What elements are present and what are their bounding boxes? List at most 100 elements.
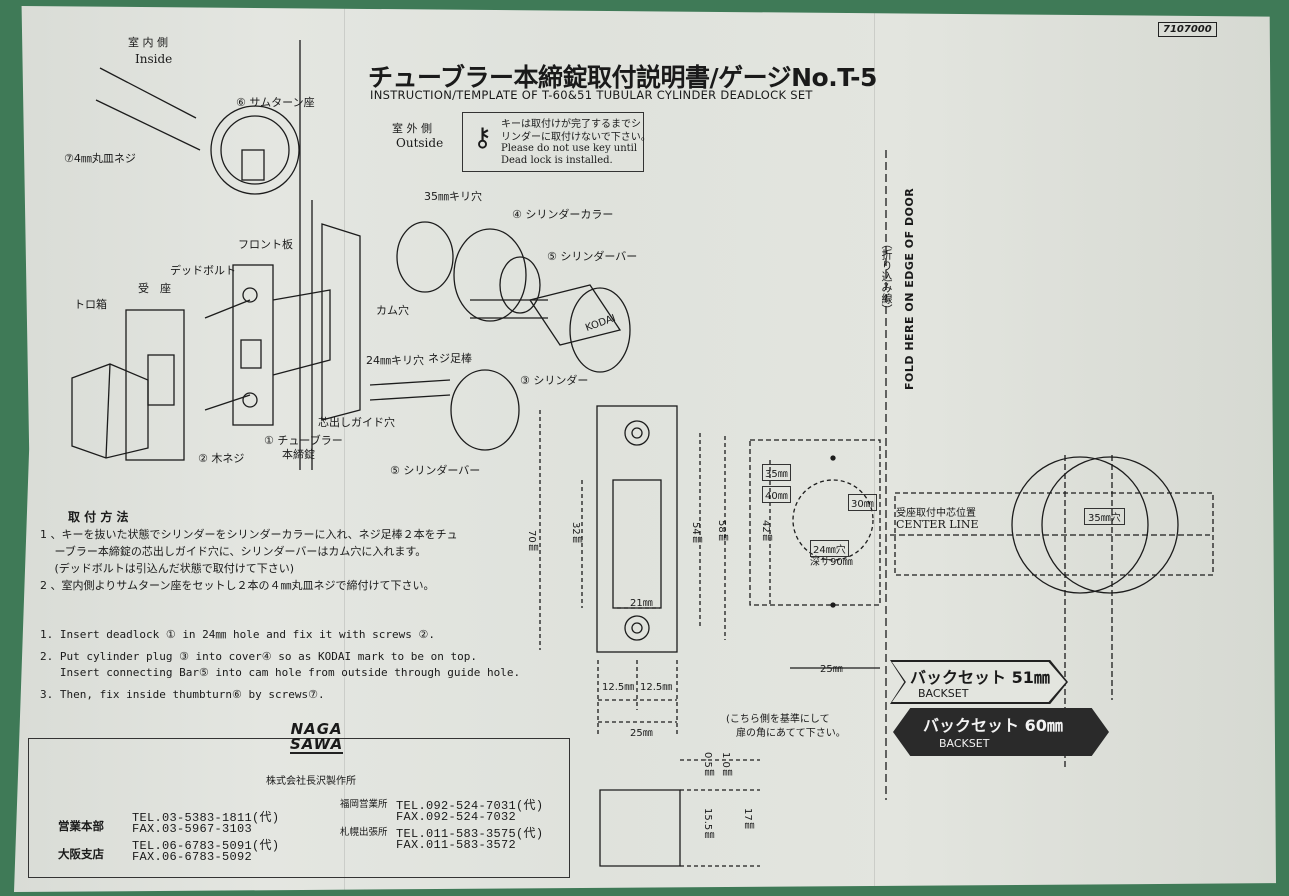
key-icon: ⚷ xyxy=(473,123,493,153)
edge-note-2: 扉の角にあてて下さい。 xyxy=(736,728,846,739)
key-note-jp-2: リンダーに取付けないで下さい。 xyxy=(501,132,651,143)
dim-21: 21㎜ xyxy=(630,598,653,609)
fold-line xyxy=(344,6,345,892)
dim-32: 32㎜ xyxy=(570,522,581,545)
sapporo-fax: FAX.011-583-3572 xyxy=(396,838,517,852)
step-jp-2: ーブラー本締錠の芯出しガイド穴に、シリンダーバーはカム穴に入れます。 xyxy=(40,545,427,558)
strike-plate xyxy=(125,309,185,461)
backset-51-banner: バックセット 51㎜ BACKSET xyxy=(890,660,1068,704)
section-view xyxy=(599,789,681,867)
dim-58: 58㎜ xyxy=(716,520,727,543)
dim-17: 17㎜ xyxy=(742,808,753,831)
sapporo-tel: TEL.011-583-3575(代) xyxy=(396,827,544,841)
part-wood-screw: ② 木ネジ xyxy=(198,452,245,465)
key-warning-note: キーは取付けが完了するまでシ リンダーに取付けないで下さい。 Please do… xyxy=(462,112,651,172)
osaka-label: 大阪支店 xyxy=(58,847,104,861)
dim-15-5: 15.5㎜ xyxy=(702,808,713,841)
part-tubular-1: ① チューブラー xyxy=(264,434,343,447)
cylinder-small xyxy=(450,369,520,451)
part-collar: ④ シリンダーカラー xyxy=(512,208,614,221)
fold-line xyxy=(874,6,875,892)
hq-tel: TEL.03-5383-1811(代) xyxy=(132,811,280,825)
step-en-3: Insert connecting Bar⑤ into cam hole fro… xyxy=(40,666,521,679)
cylinder-collar xyxy=(453,228,527,322)
logo-line-2: SAWA xyxy=(290,735,344,753)
hole-35mm xyxy=(396,221,454,293)
dim-30: 30㎜ xyxy=(848,494,877,511)
backset-60-banner: バックセット 60㎜ BACKSET xyxy=(893,708,1109,756)
part-cylinder: ③ シリンダー xyxy=(520,374,589,387)
fukuoka-label: 福岡営業所 xyxy=(340,799,388,810)
logo-line-1: NAGA xyxy=(290,720,343,738)
cylinder-body xyxy=(528,284,622,346)
step-jp-4: 2 、室内側よりサムターン座をセットし２本の４㎜丸皿ネジで締付けて下さい。 xyxy=(40,579,435,592)
backset-51-label: バックセット 51㎜ xyxy=(910,668,1050,687)
dim-70: 70㎜ xyxy=(526,530,537,553)
outside-label-jp: 室 外 側 xyxy=(392,122,432,135)
dim-35-hole: 35㎜穴 xyxy=(1084,508,1125,525)
backset-51-en: BACKSET xyxy=(918,687,969,700)
part-hole-35: 35㎜キリ穴 xyxy=(424,190,482,203)
dim-12-5-b: 12.5㎜ xyxy=(640,682,673,693)
dim-24-depth: 深サ90㎜ xyxy=(810,557,853,568)
fukuoka-fax: FAX.092-524-7032 xyxy=(396,810,517,824)
company-name: 株式会社長沢製作所 xyxy=(266,776,356,787)
center-line-en: CENTER LINE xyxy=(896,518,979,531)
part-bar-b: ⑤ シリンダーバー xyxy=(390,464,481,477)
screw-icon xyxy=(95,99,201,151)
thumbturn-rose xyxy=(210,105,300,195)
sapporo-label: 札幌出張所 xyxy=(340,827,388,838)
hq-fax: FAX.03-5967-3103 xyxy=(132,822,253,836)
door-edge-template xyxy=(749,439,881,606)
outside-label-en: Outside xyxy=(396,136,444,150)
part-hole-24: 24㎜キリ穴 xyxy=(366,354,424,367)
step-en-4: 3. Then, fix inside thumbturn⑥ by screws… xyxy=(40,688,325,701)
dim-0-5: 0.5㎜ xyxy=(702,752,713,778)
step-jp-1: 1 、キーを抜いた状態でシリンダーをシリンダーカラーに入れ、ネジ足棒２本をチュ xyxy=(40,528,458,541)
dim-40: 40㎜ xyxy=(762,486,791,503)
page-title: チューブラー本締錠取付説明書/ゲージNo.T-5 xyxy=(368,63,877,92)
screw-icon xyxy=(99,67,197,119)
part-bar: ⑤ シリンダーバー xyxy=(547,250,638,263)
fukuoka-tel: TEL.092-524-7031(代) xyxy=(396,799,544,813)
dim-12-5-a: 12.5㎜ xyxy=(602,682,635,693)
key-note-jp-1: キーは取付けが完了するまでシ xyxy=(501,119,641,130)
fold-instruction: FOLD HERE ON EDGE OF DOOR xyxy=(903,187,916,390)
dim-54: 54㎜ xyxy=(690,522,701,545)
osaka-fax: FAX.06-6783-5092 xyxy=(132,850,253,864)
part-front-plate: フロント板 xyxy=(238,238,293,251)
part-strike: 受 座 xyxy=(138,282,171,295)
step-en-2: 2. Put cylinder plug ③ into cover④ so as… xyxy=(40,650,477,663)
dim-25-width: 25㎜ xyxy=(630,728,653,739)
page-subtitle: INSTRUCTION/TEMPLATE OF T-60&51 TUBULAR … xyxy=(370,88,813,102)
step-jp-3: (デッドボルトは引込んだ状態で取付けて下さい) xyxy=(40,562,295,575)
dim-42: 42㎜ xyxy=(760,520,771,543)
dim-25: 25㎜ xyxy=(820,664,843,675)
bore-35mm-template xyxy=(1011,456,1149,594)
part-deadbolt: デッドボルト xyxy=(170,264,236,277)
osaka-tel: TEL.06-6783-5091(代) xyxy=(132,839,280,853)
backset-60-label: バックセット 60㎜ xyxy=(923,716,1063,735)
step-en-1: 1. Insert deadlock ① in 24㎜ hole and fix… xyxy=(40,628,435,641)
part-box: トロ箱 xyxy=(74,298,107,311)
company-info-box xyxy=(28,738,570,878)
part-cam-hole: カム穴 xyxy=(376,304,409,317)
key-note-en-1: Please do not use key until xyxy=(501,143,638,154)
edge-note-1: (こちら側を基準にして xyxy=(726,714,830,725)
dim-1-0: 1.0㎜ xyxy=(720,752,731,778)
part-screw-4mm: ⑦4㎜丸皿ネジ xyxy=(64,152,136,165)
fold-instruction-jp: （折り込み線） xyxy=(880,238,893,315)
part-thumbturn: ⑥ サムターン座 xyxy=(236,96,315,109)
inside-label-jp: 室 内 側 xyxy=(128,36,168,49)
method-title: 取 付 方 法 xyxy=(68,510,129,524)
faceplate-template xyxy=(596,405,678,653)
door-panel xyxy=(321,223,361,421)
company-logo: NAGA SAWA xyxy=(290,720,344,754)
part-guide-hole: 芯出しガイド穴 xyxy=(318,416,395,429)
inside-label-en: Inside xyxy=(135,52,173,66)
dim-35: 35㎜ xyxy=(762,464,791,481)
dim-24-hole: 24㎜穴 xyxy=(810,540,849,557)
document-number: 7107000 xyxy=(1158,22,1217,37)
hq-label: 営業本部 xyxy=(58,819,104,833)
